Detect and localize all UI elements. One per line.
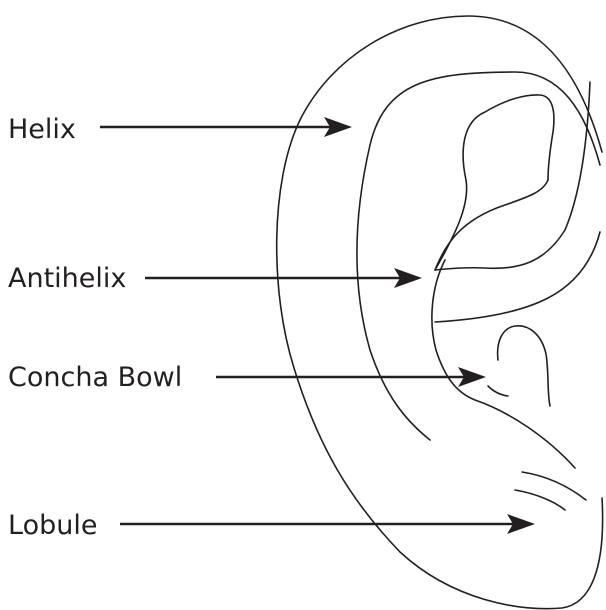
lobule-crease (515, 490, 565, 510)
helix-outer-rim (277, 16, 603, 609)
tragus (498, 326, 550, 406)
label-concha-bowl-group: Concha Bowl (8, 362, 486, 393)
antihelix-upper-crus (435, 180, 548, 270)
label-lobule-group: Lobule (8, 510, 535, 541)
helix-crus (435, 95, 554, 270)
concha-floor (435, 232, 600, 322)
label-helix: Helix (8, 114, 76, 145)
label-antihelix-group: Antihelix (8, 263, 422, 294)
antitragus (522, 472, 586, 500)
label-antihelix: Antihelix (8, 263, 126, 294)
ear-drawing (277, 16, 603, 609)
concha-wall (432, 260, 575, 468)
helix-inner-fold (357, 72, 600, 440)
label-concha-bowl: Concha Bowl (8, 362, 182, 393)
intertragic-notch (488, 386, 508, 396)
label-lobule: Lobule (8, 510, 97, 541)
antihelix-lower-curve (435, 82, 590, 270)
